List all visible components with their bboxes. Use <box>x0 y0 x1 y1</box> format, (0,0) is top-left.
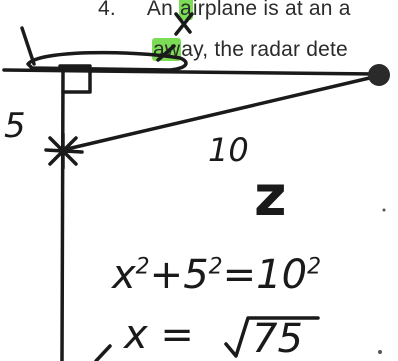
solution-lhs: x = <box>124 312 194 358</box>
hypotenuse-line <box>61 74 380 152</box>
airplane-point <box>368 64 390 86</box>
problem-line-1-start: An <box>146 0 179 20</box>
bottom-tick <box>94 344 112 361</box>
equation-lhs: x <box>112 252 136 298</box>
label-unknown: z <box>254 164 287 229</box>
radar-star <box>44 132 84 170</box>
equation-exp-1: 2 <box>135 254 150 280</box>
equation-eq: = <box>222 252 257 298</box>
x-mark <box>174 12 194 36</box>
airplane-tail <box>20 26 36 66</box>
pythagorean-equation: x2+52=102 <box>112 252 321 298</box>
label-vertical-side: 5 <box>4 106 26 146</box>
problem-line-1-end: irplane is at an a <box>192 0 351 20</box>
problem-line-1: 4. An airplane is at an a <box>98 0 351 21</box>
airplane-wing <box>156 44 176 62</box>
label-hypotenuse: 10 <box>208 131 249 169</box>
stray-dot-2 <box>378 350 382 354</box>
right-angle-mark <box>61 70 92 94</box>
vertical-line <box>60 70 65 361</box>
equation-exp-3: 2 <box>307 254 322 280</box>
solution-radicand: 75 <box>252 316 303 361</box>
airplane-fuselage <box>26 50 188 72</box>
equation-rhs: 10 <box>256 252 308 298</box>
problem-line-2-end: ay, the radar dete <box>181 38 348 61</box>
stray-dot <box>382 208 386 212</box>
problem-number: 4. <box>98 0 116 20</box>
horizontal-line <box>2 68 378 76</box>
sqrt-sign <box>224 316 320 358</box>
equation-exp-2: 2 <box>208 254 223 280</box>
equation-mid: +5 <box>149 252 209 298</box>
